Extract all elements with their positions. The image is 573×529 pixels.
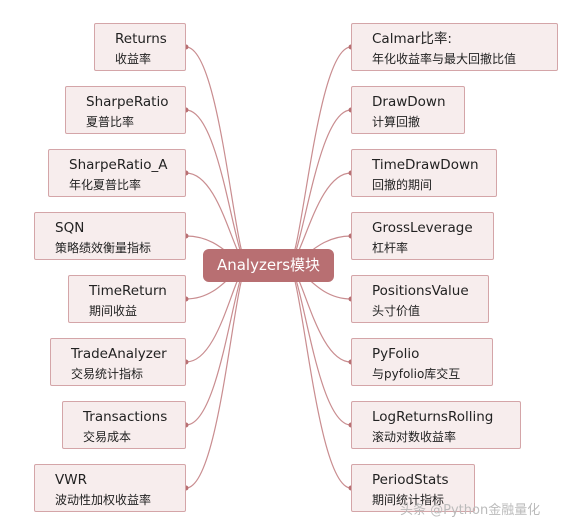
node-name: TradeAnalyzer bbox=[71, 346, 167, 362]
connector-line bbox=[185, 109, 249, 266]
right-node-calmar[interactable]: Calmar比率: 年化收益率与最大回撤比值 bbox=[351, 23, 558, 71]
node-desc: 杠杆率 bbox=[372, 241, 409, 255]
node-name: SharpeRatio_A bbox=[69, 157, 168, 173]
right-node-timedrawdown[interactable]: TimeDrawDown 回撤的期间 bbox=[351, 149, 497, 197]
right-node-drawdown[interactable]: DrawDown 计算回撤 bbox=[351, 86, 465, 134]
left-node-vwr[interactable]: VWR 波动性加权收益率 bbox=[34, 464, 186, 512]
node-desc: 期间收益 bbox=[89, 304, 138, 318]
left-node-returns[interactable]: Returns 收益率 bbox=[94, 23, 186, 71]
node-desc: 夏普比率 bbox=[86, 115, 135, 129]
node-desc: 年化收益率与最大回撤比值 bbox=[372, 52, 517, 66]
left-node-transactions[interactable]: Transactions 交易成本 bbox=[62, 401, 186, 449]
right-node-positionsvalue[interactable]: PositionsValue 头寸价值 bbox=[351, 275, 489, 323]
right-node-grossleverage[interactable]: GrossLeverage 杠杆率 bbox=[351, 212, 494, 260]
connector-line bbox=[287, 46, 352, 266]
node-name: SQN bbox=[55, 220, 85, 236]
left-node-sharperatio[interactable]: SharpeRatio 夏普比率 bbox=[65, 86, 186, 134]
node-name: PyFolio bbox=[372, 346, 420, 362]
node-name: VWR bbox=[55, 472, 87, 488]
node-name: LogReturnsRolling bbox=[372, 409, 494, 425]
node-name: Transactions bbox=[83, 409, 168, 425]
watermark: 头条 @Python金融量化 bbox=[400, 503, 541, 518]
node-desc: 策略绩效衡量指标 bbox=[55, 241, 152, 255]
node-desc: 与pyfolio库交互 bbox=[372, 367, 461, 381]
node-desc: 年化夏普比率 bbox=[69, 178, 142, 192]
node-name: DrawDown bbox=[372, 94, 446, 110]
left-node-timereturn[interactable]: TimeReturn 期间收益 bbox=[68, 275, 186, 323]
node-desc: 波动性加权收益率 bbox=[55, 493, 152, 507]
node-name: GrossLeverage bbox=[372, 220, 473, 236]
node-name: Calmar比率: bbox=[372, 31, 452, 47]
node-desc: 头寸价值 bbox=[372, 304, 421, 318]
node-name: SharpeRatio bbox=[86, 94, 169, 110]
node-desc: 收益率 bbox=[115, 52, 152, 66]
node-name: TimeReturn bbox=[89, 283, 167, 299]
node-name: Returns bbox=[115, 31, 167, 47]
right-node-periodstats[interactable]: PeriodStats 期间统计指标 bbox=[351, 464, 475, 512]
node-desc: 期间统计指标 bbox=[372, 493, 445, 507]
node-name: PeriodStats bbox=[372, 472, 449, 488]
node-desc: 交易成本 bbox=[83, 430, 132, 444]
left-node-sharperatio-a[interactable]: SharpeRatio_A 年化夏普比率 bbox=[48, 149, 186, 197]
node-desc: 滚动对数收益率 bbox=[372, 430, 457, 444]
right-node-pyfolio[interactable]: PyFolio 与pyfolio库交互 bbox=[351, 338, 493, 386]
node-name: PositionsValue bbox=[372, 283, 469, 299]
node-desc: 回撤的期间 bbox=[372, 178, 433, 192]
connector-line bbox=[287, 109, 352, 266]
right-node-logreturnsrolling[interactable]: LogReturnsRolling 滚动对数收益率 bbox=[351, 401, 521, 449]
node-desc: 计算回撤 bbox=[372, 115, 421, 129]
center-node[interactable]: Analyzers模块 bbox=[203, 249, 334, 282]
node-desc: 交易统计指标 bbox=[71, 367, 144, 381]
left-node-sqn[interactable]: SQN 策略绩效衡量指标 bbox=[34, 212, 186, 260]
left-node-tradeanalyzer[interactable]: TradeAnalyzer 交易统计指标 bbox=[50, 338, 186, 386]
node-name: TimeDrawDown bbox=[372, 157, 479, 173]
